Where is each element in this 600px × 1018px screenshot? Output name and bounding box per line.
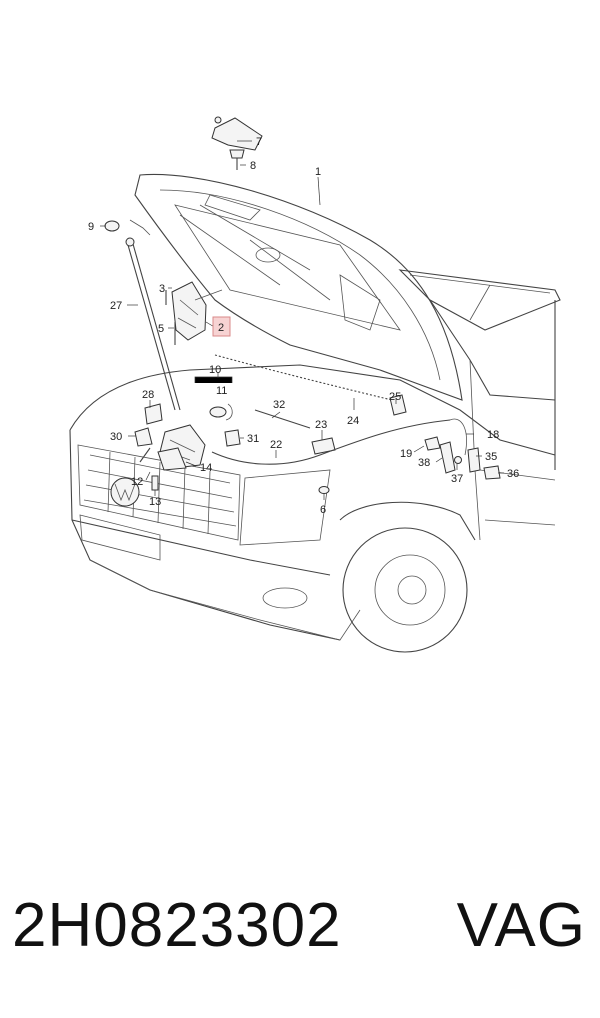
vehicle-body bbox=[69, 269, 561, 653]
callout-8: 8 bbox=[250, 160, 256, 172]
highlight-box-part-2 bbox=[212, 316, 231, 337]
part-6 bbox=[318, 486, 330, 494]
callout-2: 2 bbox=[218, 322, 224, 334]
part-14 bbox=[157, 447, 187, 471]
callout-35: 35 bbox=[485, 451, 497, 463]
callout-38: 38 bbox=[418, 457, 430, 469]
callout-28: 28 bbox=[142, 389, 154, 401]
part-number: 2H0823302 bbox=[12, 891, 342, 960]
part-37 bbox=[454, 456, 462, 464]
part-25 bbox=[389, 394, 407, 416]
seal-strip-part-24 bbox=[214, 354, 401, 403]
part-30 bbox=[134, 427, 153, 447]
callout-22: 22 bbox=[270, 439, 282, 451]
part-38 bbox=[439, 441, 456, 474]
callout-13: 13 bbox=[149, 496, 161, 508]
part-23 bbox=[311, 437, 336, 455]
callout-3: 3 bbox=[159, 283, 165, 295]
callout-32: 32 bbox=[273, 399, 285, 411]
parts-diagram: 1 2 3 5 6 7 8 9 10 11 12 13 14 18 19 22 … bbox=[69, 116, 561, 653]
callout-12: 12 bbox=[131, 476, 143, 488]
footer: 2H0823302 VAG bbox=[0, 890, 600, 980]
callout-36: 36 bbox=[507, 468, 519, 480]
callout-25: 25 bbox=[389, 391, 401, 403]
hood-hinge-part-2 bbox=[165, 281, 223, 345]
part-36 bbox=[483, 465, 501, 480]
callout-7: 7 bbox=[256, 136, 262, 148]
bolt-part-13 bbox=[151, 475, 159, 491]
callout-5: 5 bbox=[158, 323, 164, 335]
callout-23: 23 bbox=[315, 419, 327, 431]
callout-27: 27 bbox=[110, 300, 122, 312]
part-35 bbox=[467, 447, 481, 473]
callout-37: 37 bbox=[451, 473, 463, 485]
callout-11: 11 bbox=[216, 385, 227, 397]
callout-14: 14 bbox=[200, 462, 212, 474]
hood-stay-rod bbox=[125, 219, 181, 411]
part-28 bbox=[144, 403, 163, 425]
callout-10: 10 bbox=[209, 364, 221, 376]
part-31 bbox=[224, 429, 241, 447]
callout-6: 6 bbox=[320, 504, 326, 516]
part-32 bbox=[254, 409, 311, 429]
bonnet bbox=[134, 173, 463, 401]
hinge-part-7 bbox=[211, 116, 263, 151]
bolt-part-12 bbox=[139, 447, 151, 463]
callout-labels: 1 2 3 5 6 7 8 9 10 11 12 13 14 18 19 22 … bbox=[88, 136, 519, 516]
callout-19: 19 bbox=[400, 448, 412, 460]
callout-30: 30 bbox=[110, 431, 122, 443]
callout-31: 31 bbox=[247, 433, 259, 445]
callout-24: 24 bbox=[347, 415, 359, 427]
bolt-part-8 bbox=[229, 149, 245, 170]
callout-9: 9 bbox=[88, 221, 94, 233]
callout-18: 18 bbox=[487, 429, 499, 441]
leader-lines bbox=[100, 140, 504, 500]
brand-name: VAG bbox=[456, 891, 586, 960]
grommet-part-9 bbox=[104, 220, 120, 232]
release-cable-part-22 bbox=[211, 419, 451, 465]
callout-1: 1 bbox=[315, 166, 321, 178]
part-19 bbox=[424, 436, 441, 451]
